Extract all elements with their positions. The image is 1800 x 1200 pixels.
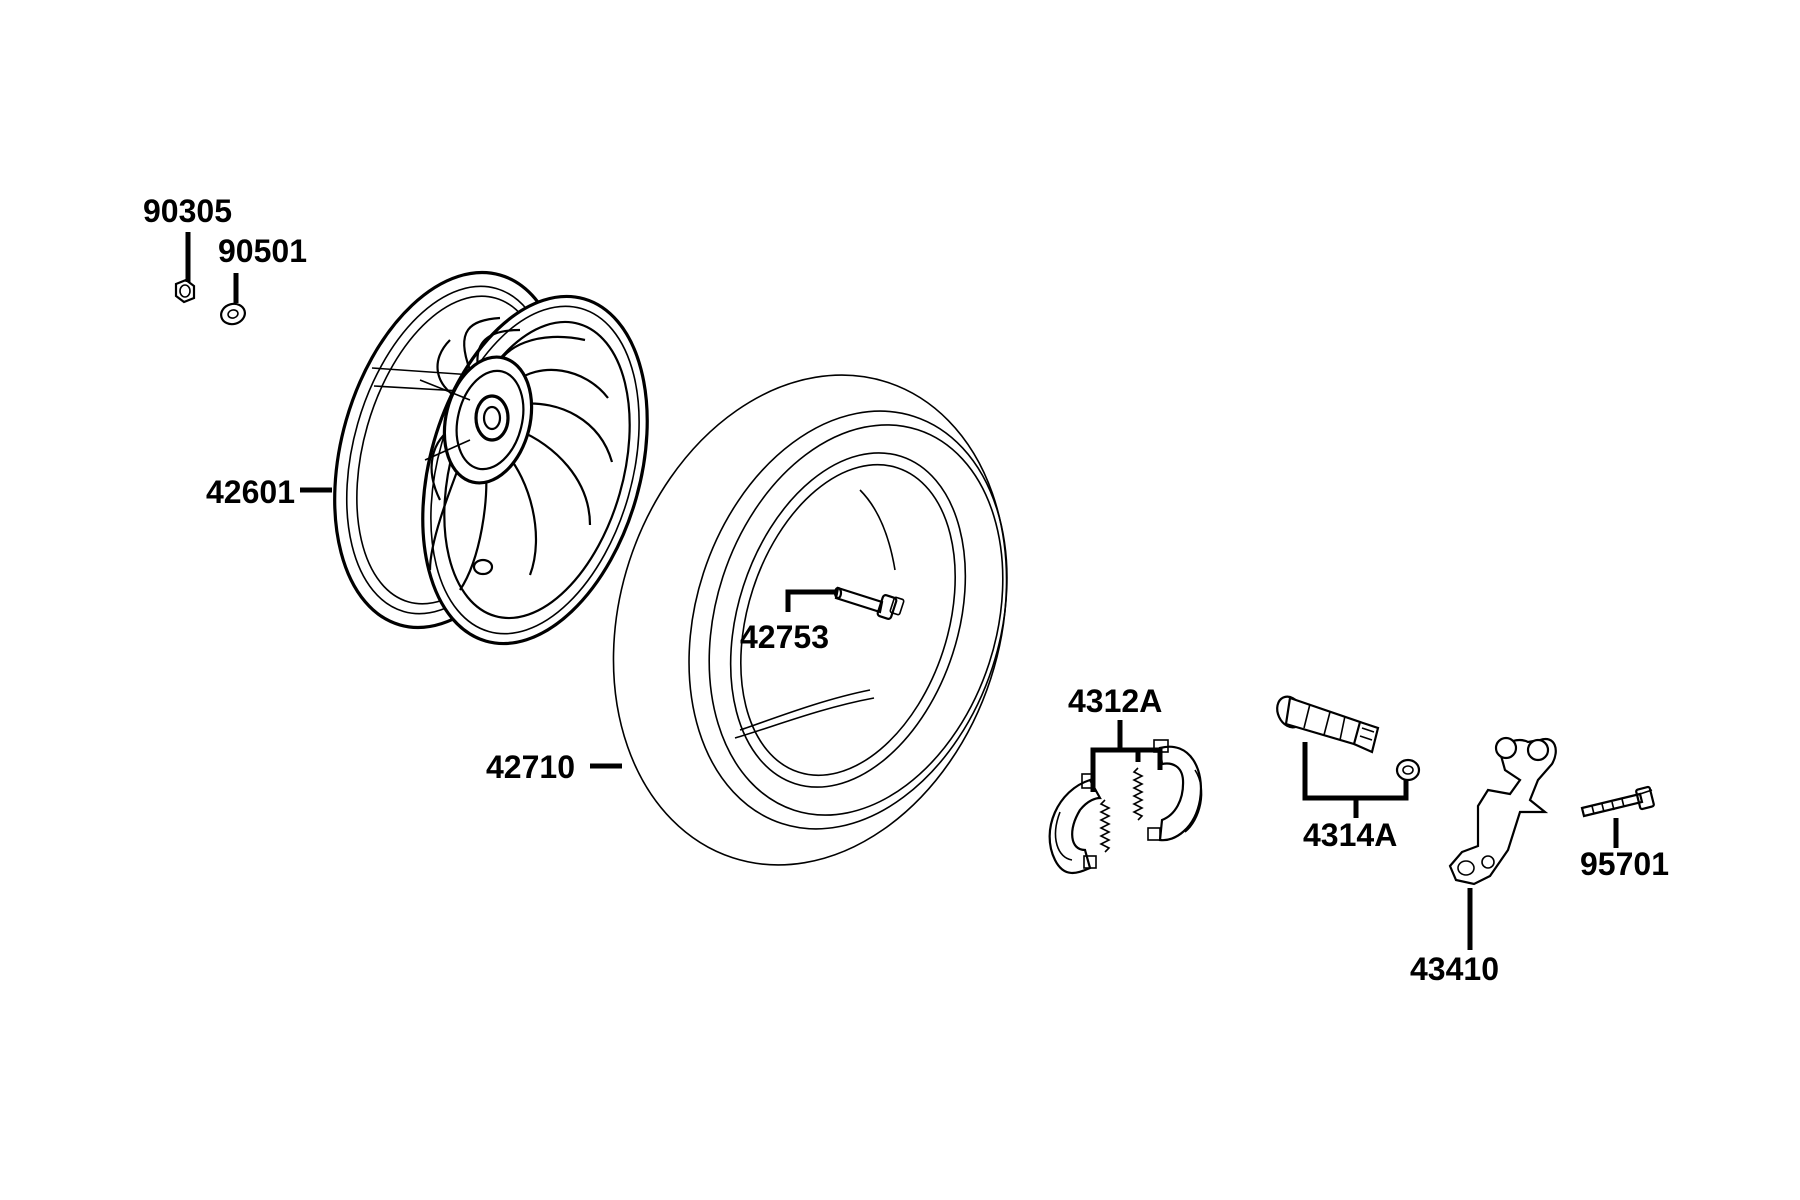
part-label-42710: 42710 xyxy=(486,749,575,785)
brake-shoe-icon xyxy=(1048,739,1203,875)
part-label-4312A: 4312A xyxy=(1068,683,1162,719)
leader-42753 xyxy=(785,589,838,612)
part-label-90305: 90305 xyxy=(143,193,232,229)
part-label-95701: 95701 xyxy=(1580,846,1669,882)
brake-arm-icon xyxy=(1448,736,1557,886)
part-label-90501: 90501 xyxy=(218,233,307,269)
tire-icon xyxy=(612,374,1008,866)
brake-cam-icon xyxy=(1276,695,1421,782)
leader-4314A xyxy=(1302,742,1409,801)
bolt-icon xyxy=(1580,785,1655,818)
part-label-42601: 42601 xyxy=(206,474,295,510)
nut-icon xyxy=(174,278,196,304)
part-label-42753: 42753 xyxy=(740,619,829,655)
part-label-4314A: 4314A xyxy=(1303,817,1397,853)
rim-icon xyxy=(333,270,649,646)
part-label-43410: 43410 xyxy=(1410,951,1499,987)
leader-4312A xyxy=(1090,747,1163,792)
washer-icon xyxy=(220,302,246,326)
valve-icon xyxy=(833,586,905,620)
